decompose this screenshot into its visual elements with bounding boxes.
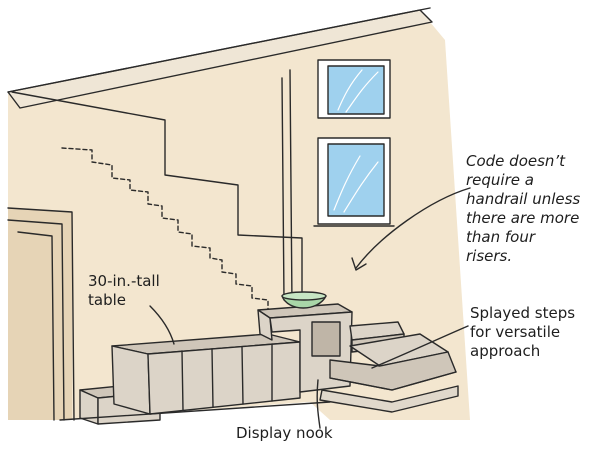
code-note-line: Code doesn’t: [466, 152, 566, 170]
bowl-rim: [281, 291, 327, 301]
stair-stringer-profile: [11, 91, 303, 316]
code-note-label: Code doesn’t require a handrail unless t…: [466, 152, 594, 266]
table-label-line: 30-in.-tall: [88, 272, 160, 290]
code-note-arrowhead: [351, 257, 367, 271]
table-panel-3: [241, 346, 244, 405]
door-frame-inner: [7, 219, 65, 421]
code-note-leader: [355, 187, 471, 269]
table-panel-1: [181, 350, 184, 411]
lower-window-glint: [333, 155, 379, 213]
steps-label-leader: [371, 325, 469, 369]
door-opening: [8, 208, 72, 420]
wall-corner-shadow: [281, 77, 285, 301]
nook-label-leader: [316, 379, 321, 429]
step-base: [319, 385, 459, 413]
nook-side: [257, 309, 273, 341]
nook-label: Display nook: [236, 424, 333, 443]
code-note-line: there are more: [466, 209, 580, 227]
table-front: [147, 341, 301, 415]
code-note-line: risers.: [466, 247, 513, 265]
table-side: [111, 345, 151, 415]
steps-label-line: for versatile: [470, 323, 561, 341]
upper-window-glass: [327, 65, 385, 115]
nook-opening: [311, 321, 341, 357]
wall-corner: [289, 69, 293, 306]
door-frame: [7, 207, 75, 421]
lower-window-glass: [327, 143, 385, 217]
step-nosing-2: [391, 371, 457, 391]
stair-dashed-outline: [61, 147, 269, 313]
step-nosing: [329, 377, 393, 391]
code-note-line: than four: [466, 228, 535, 246]
table-label-line: table: [88, 291, 126, 309]
steps-label-line: Splayed steps: [470, 304, 576, 322]
floor-line: [59, 401, 331, 421]
code-note-line: handrail unless: [466, 190, 581, 208]
code-note-line: require a: [466, 171, 534, 189]
nook-label-line: Display nook: [236, 424, 333, 442]
door-casing: [17, 231, 55, 421]
table-label: 30-in.-tall table: [88, 272, 160, 310]
table-label-leader: [149, 305, 175, 345]
steps-label-line: approach: [470, 342, 541, 360]
table-panel-2: [211, 348, 214, 408]
ceiling-edge: [7, 7, 431, 93]
upper-window-glint: [337, 69, 379, 113]
steps-label: Splayed steps for versatile approach: [470, 304, 575, 361]
